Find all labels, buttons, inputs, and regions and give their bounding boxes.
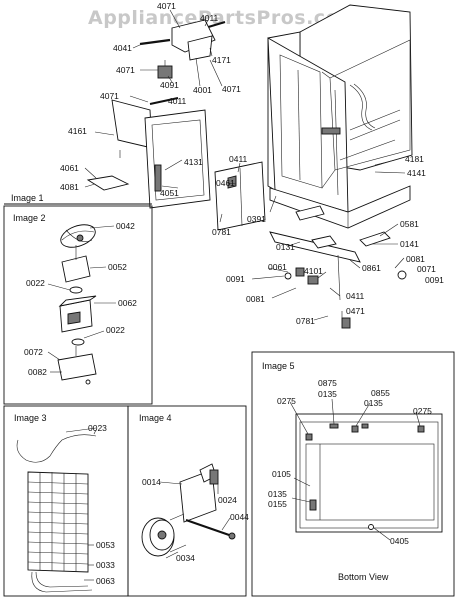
part-0581: 0581: [400, 219, 419, 229]
part-0034: 0034: [176, 553, 195, 563]
refrigerator-cabinet: [267, 4, 413, 229]
part-0781: 0781: [296, 316, 315, 326]
part-0391: 0391: [247, 214, 266, 224]
part-4181: 4181: [405, 154, 424, 164]
part-0081: 0081: [406, 254, 425, 264]
frame-label-image5: Image 5: [262, 361, 295, 371]
part-0072: 0072: [24, 347, 43, 357]
part-0861: 0861: [362, 263, 381, 273]
evaporator-fan-assembly: [57, 224, 97, 385]
part-0275: 0275: [277, 396, 296, 406]
part-0052: 0052: [108, 262, 127, 272]
part-0061: 0061: [268, 262, 287, 272]
part-0044: 0044: [230, 512, 249, 522]
part-0042: 0042: [116, 221, 135, 231]
part-4041: 4041: [113, 43, 132, 53]
part-0471: 0471: [346, 306, 365, 316]
part-4051: 4051: [160, 188, 179, 198]
part-0411: 0411: [229, 154, 248, 164]
part-0024: 0024: [218, 495, 237, 505]
frame-label-image4: Image 4: [139, 413, 172, 423]
part-4131: 4131: [184, 157, 203, 167]
part-4171: 4171: [212, 55, 231, 65]
frame-image5: [251, 351, 455, 597]
cabinet-bottom-view: [295, 413, 443, 533]
part-0063: 0063: [96, 576, 115, 586]
part-0131: 0131: [276, 242, 295, 252]
damper-motor-assembly: [141, 463, 236, 557]
frame-label-image2: Image 2: [13, 213, 46, 223]
part-0275: 0275: [413, 406, 432, 416]
frame-label-image1: Image 1: [11, 193, 44, 203]
part-0135: 0135: [318, 389, 337, 399]
part-0461: 0461: [216, 178, 235, 188]
part-4001: 4001: [193, 85, 212, 95]
part-0091: 0091: [425, 275, 444, 285]
part-0081: 0081: [246, 294, 265, 304]
leader-lines-image1: [84, 9, 406, 321]
part-0155: 0155: [268, 499, 287, 509]
frame-image2: [3, 205, 153, 405]
part-0022: 0022: [26, 278, 45, 288]
part-0141: 0141: [400, 239, 419, 249]
part-4101: 4101: [304, 266, 323, 276]
part-0105: 0105: [272, 469, 291, 479]
part-0135: 0135: [364, 398, 383, 408]
duct-bracket-assembly: [86, 99, 211, 209]
upper-damper-assembly: [139, 19, 226, 105]
part-0062: 0062: [118, 298, 137, 308]
frame-image4: [127, 405, 247, 597]
part-0033: 0033: [96, 560, 115, 570]
part-4011: 4011: [200, 13, 219, 23]
part-0855: 0855: [371, 388, 390, 398]
part-0135: 0135: [268, 489, 287, 499]
evaporator-coil: [16, 427, 97, 593]
part-0071: 0071: [417, 264, 436, 274]
part-4061: 4061: [60, 163, 79, 173]
part-0405: 0405: [390, 536, 409, 546]
damper-cover: [214, 161, 266, 231]
part-4071: 4071: [100, 91, 119, 101]
part-4161: 4161: [68, 126, 87, 136]
part-4071: 4071: [116, 65, 135, 75]
part-0082: 0082: [28, 367, 47, 377]
part-0022: 0022: [106, 325, 125, 335]
part-0411: 0411: [346, 291, 365, 301]
watermark-text: AppliancePartsPros.com: [88, 7, 359, 29]
part-4011: 4011: [168, 96, 187, 106]
part-4141: 4141: [407, 168, 426, 178]
part-0091: 0091: [226, 274, 245, 284]
part-4091: 4091: [160, 80, 179, 90]
part-4081: 4081: [60, 182, 79, 192]
part-0053: 0053: [96, 540, 115, 550]
bottom-view-caption: Bottom View: [338, 572, 389, 582]
part-4071: 4071: [157, 1, 176, 11]
part-0023: 0023: [88, 423, 107, 433]
frame-label-image3: Image 3: [14, 413, 47, 423]
base-rail-assembly: [269, 205, 407, 329]
part-0875: 0875: [318, 378, 337, 388]
part-0781: 0781: [212, 227, 231, 237]
part-4071: 4071: [222, 84, 241, 94]
part-0014: 0014: [142, 477, 161, 487]
